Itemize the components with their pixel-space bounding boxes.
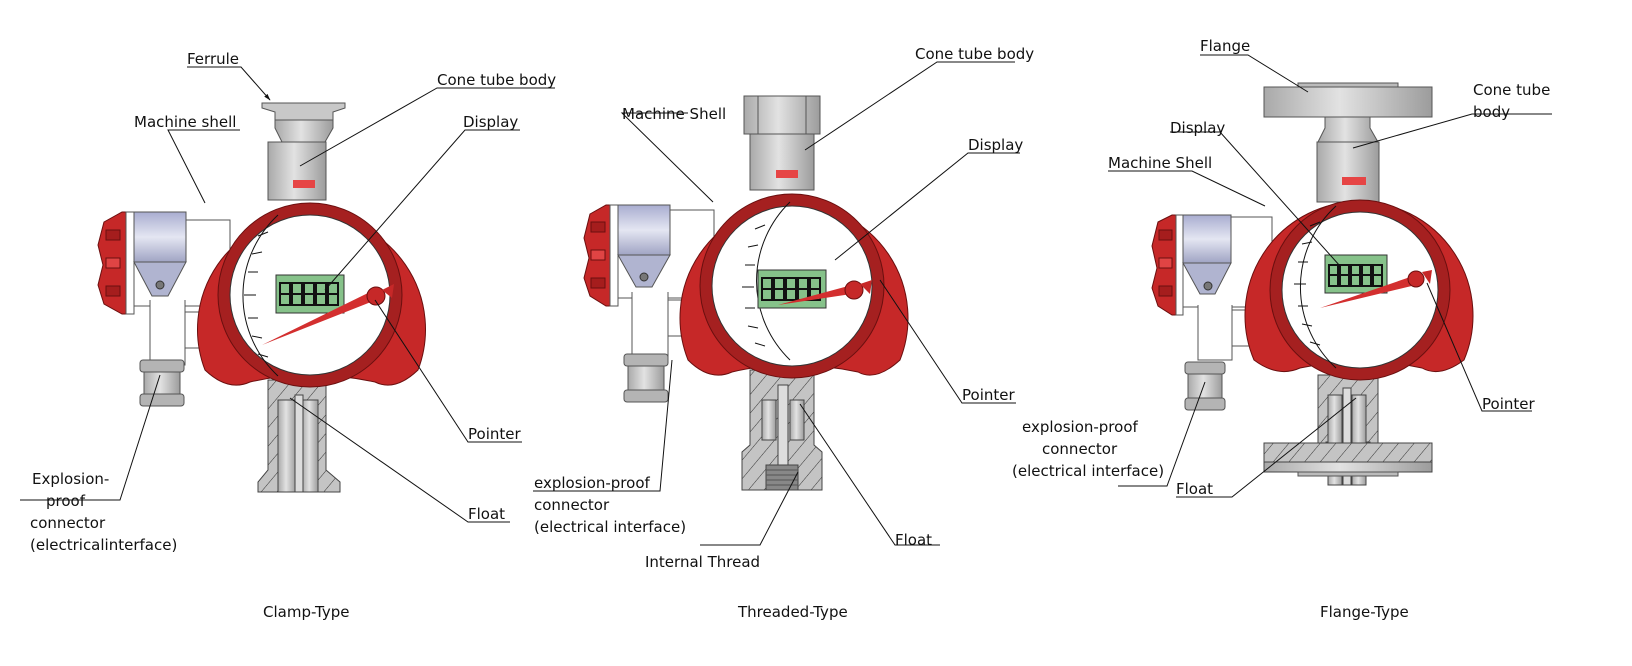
- explosion-proof-connector: [623, 353, 669, 403]
- label-pointer: Pointer: [468, 425, 521, 443]
- label-connector-line3: connector: [30, 514, 106, 532]
- label-float: Float: [468, 505, 505, 523]
- explosion-proof-connector: [1184, 361, 1226, 411]
- cover-knob: [583, 204, 619, 307]
- label-connector-line4: (electricalinterface): [30, 536, 177, 554]
- label-connector-line1: explosion-proof: [534, 474, 651, 492]
- cone-tube-body: [1316, 141, 1380, 203]
- caption-clamp-type: Clamp-Type: [263, 603, 349, 621]
- label-connector-line2: connector: [534, 496, 610, 514]
- label-connector-line1: explosion-proof: [1022, 418, 1139, 436]
- label-connector-line1: Explosion-: [32, 470, 109, 488]
- diagram-clamp-type: Ferrule Cone tube body Machine shell Dis…: [20, 50, 556, 621]
- cone-tube-body: [749, 133, 815, 191]
- hex-nut: [743, 95, 821, 135]
- label-connector-line2: connector: [1042, 440, 1118, 458]
- label-display: Display: [1170, 119, 1225, 137]
- label-ferrule: Ferrule: [187, 50, 239, 68]
- label-flange: Flange: [1200, 37, 1250, 55]
- label-cone-tube-body: Cone tube body: [915, 45, 1034, 63]
- display: [1324, 254, 1388, 294]
- label-connector-line3: (electrical interface): [1012, 462, 1164, 480]
- scale-arc: [742, 201, 791, 361]
- label-float: Float: [895, 531, 932, 549]
- lower-body-section: [1263, 374, 1433, 486]
- label-cone-tube-body-line2: body: [1473, 103, 1510, 121]
- label-connector-line2: proof: [46, 492, 86, 510]
- terminal-cover: [617, 204, 671, 288]
- cone-tube-body: [267, 141, 327, 201]
- label-internal-thread: Internal Thread: [645, 553, 760, 571]
- display: [275, 274, 345, 314]
- diagram-flange-type: Flange Cone tube body Display Machine Sh…: [1012, 37, 1552, 621]
- label-connector-line3: (electrical interface): [534, 518, 686, 536]
- caption-flange-type: Flange-Type: [1320, 603, 1409, 621]
- lower-body-section: [257, 379, 341, 493]
- terminal-cover: [133, 211, 187, 297]
- pointer: [262, 284, 394, 345]
- explosion-proof-connector: [139, 359, 185, 407]
- label-float: Float: [1176, 480, 1213, 498]
- label-cone-tube-body-line1: Cone tube: [1473, 81, 1550, 99]
- cover-knob: [97, 211, 135, 315]
- label-pointer: Pointer: [962, 386, 1015, 404]
- scale-arc: [1294, 205, 1337, 369]
- label-machine-shell: Machine Shell: [622, 105, 726, 123]
- diagram-threaded-type: Cone tube body Machine Shell Display Poi…: [533, 45, 1034, 621]
- label-machine-shell: Machine shell: [134, 113, 236, 131]
- lower-body-section: [741, 369, 823, 491]
- ferrule: [261, 102, 346, 143]
- top-flange: [1263, 82, 1433, 143]
- terminal-cover: [1182, 214, 1232, 295]
- label-pointer: Pointer: [1482, 395, 1535, 413]
- cover-knob: [1151, 214, 1184, 316]
- label-machine-shell: Machine Shell: [1108, 154, 1212, 172]
- label-cone-tube-body: Cone tube body: [437, 71, 556, 89]
- pointer: [778, 280, 872, 305]
- label-display: Display: [463, 113, 518, 131]
- scale-arc: [242, 214, 279, 377]
- label-display: Display: [968, 136, 1023, 154]
- caption-threaded-type: Threaded-Type: [737, 603, 848, 621]
- pointer: [1320, 270, 1432, 308]
